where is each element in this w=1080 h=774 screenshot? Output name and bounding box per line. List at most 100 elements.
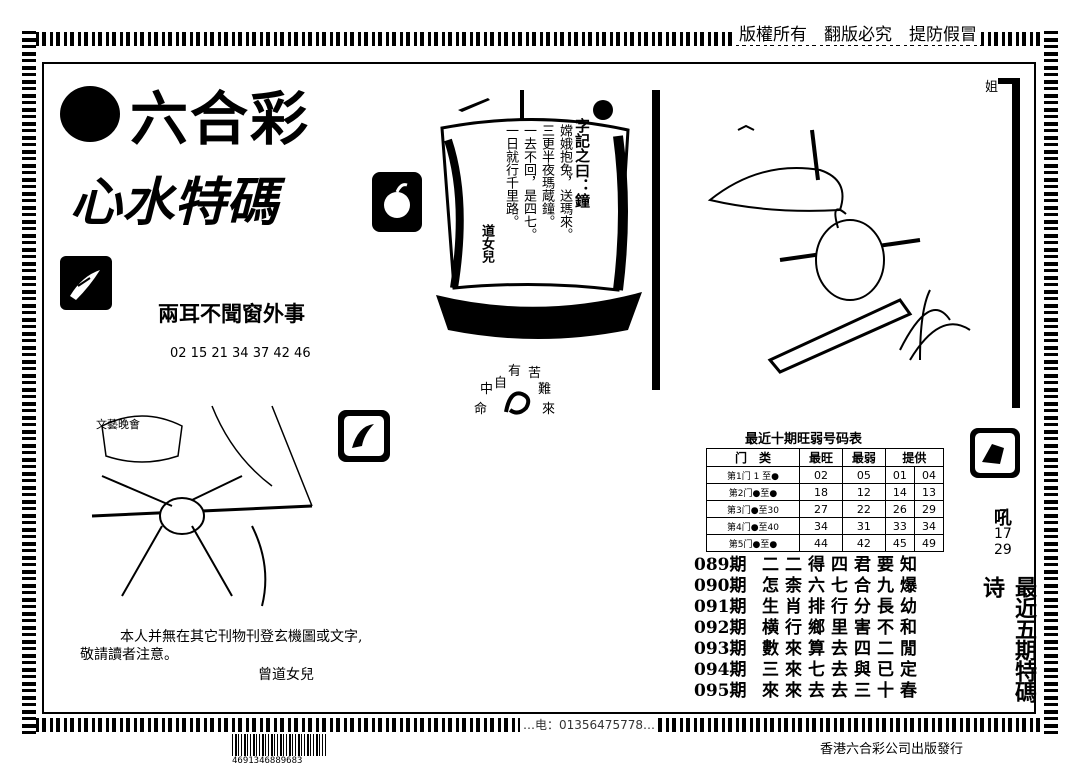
provide-value-1: 14 — [884, 483, 915, 501]
prediction-text: 横行鄉里害不和 — [762, 618, 923, 638]
list-item: 094期三來七去與已定 — [694, 655, 923, 680]
disclaimer-signature: 曾道女兒 — [258, 667, 314, 683]
period-label: 090期 — [694, 576, 747, 596]
hot-value: 27 — [799, 500, 843, 518]
list-item: 095期來來去去三十春 — [694, 676, 923, 701]
provide-value-2: 29 — [913, 500, 945, 518]
weak-value: 42 — [841, 534, 886, 552]
left-border — [22, 30, 36, 734]
stats-table: 门 类 最旺 最弱 提供 第1门 1 至● 02 05 01 04 第2门●至●… — [706, 448, 945, 552]
disclaimer-line-2: 敬請讀者注意。 — [80, 647, 178, 663]
inner-frame — [42, 62, 1036, 714]
row-label: 第4门●至40 — [706, 517, 800, 535]
provide-value-1: 01 — [884, 466, 915, 484]
prediction-text: 數來算去四二閒 — [762, 639, 923, 659]
title-main: 六合彩 — [130, 85, 311, 153]
header-weak: 最弱 — [841, 448, 886, 467]
period-label: 093期 — [694, 639, 747, 659]
scroll-label: 文藝晚會 — [96, 418, 140, 431]
dragon-stamp-icon — [504, 391, 531, 415]
provide-value-2: 34 — [913, 517, 945, 535]
stamp-char-5: 中 — [480, 382, 494, 397]
prediction-text: 生肖排行分長幼 — [762, 597, 923, 617]
sail-line-1: 嫦娥抱兔，送瑪來。 — [557, 124, 572, 241]
title-dot — [60, 86, 120, 142]
period-label: 091期 — [694, 597, 747, 617]
header-provide: 提供 — [884, 448, 945, 467]
weak-value: 12 — [841, 483, 886, 501]
prediction-text: 二二得四君要知 — [762, 555, 923, 575]
side-banner: 最近五期特碼诗 — [979, 576, 1037, 702]
provide-value-2: 04 — [913, 466, 945, 484]
right-border — [1044, 30, 1058, 734]
list-item: 091期生肖排行分長幼 — [694, 592, 923, 617]
poem-numbers: 02 15 21 34 37 42 46 — [170, 346, 311, 361]
list-item: 093期數來算去四二閒 — [694, 634, 923, 659]
predictions-list: 089期二二得四君要知 090期怎柰六七合九爆 091期生肖排行分長幼 092期… — [694, 550, 923, 701]
prediction-text: 怎柰六七合九爆 — [762, 576, 923, 596]
row-label: 第2门●至● — [706, 483, 800, 501]
stamp-char-1: 有 — [508, 364, 522, 379]
table-row: 第1门 1 至● 02 05 01 04 — [706, 466, 945, 484]
disclaimer-line-1: 本人并無在其它刊物刊登玄機圖或文字, — [120, 629, 363, 645]
row-label: 第3门●至30 — [706, 500, 800, 518]
list-item: 090期怎柰六七合九爆 — [694, 571, 923, 596]
provide-value-1: 33 — [884, 517, 915, 535]
row-label: 第5门●至● — [706, 534, 800, 552]
table-row: 第5门●至● 44 42 45 49 — [706, 534, 945, 552]
stamp-char-4: 難 — [538, 382, 552, 397]
publisher-text: 香港六合彩公司出版發行 — [820, 742, 964, 757]
stats-header-row: 门 类 最旺 最弱 提供 — [706, 448, 945, 467]
list-item: 092期横行鄉里害不和 — [694, 613, 923, 638]
weak-value: 22 — [841, 500, 886, 518]
row-label: 第1门 1 至● — [706, 466, 800, 484]
right-bracket-rule — [1012, 78, 1020, 408]
barcode-number: 4691346889683 — [232, 756, 303, 766]
stamp-char-2: 苦 — [528, 366, 542, 381]
sail-line-4: 一日就行千里路。 — [503, 124, 518, 228]
sail-heading: 字記之曰：鐘 — [573, 118, 591, 208]
apple-icon — [372, 172, 422, 232]
center-rule — [652, 90, 660, 390]
stats-table-title: 最近十期旺弱号码表 — [745, 432, 863, 447]
side-code-char: 吼 — [994, 508, 1012, 529]
provide-value-1: 45 — [884, 534, 915, 552]
stamp-char-3: 自 — [494, 376, 508, 391]
period-label: 095期 — [694, 681, 747, 701]
hand-icon — [970, 428, 1020, 478]
table-row: 第2门●至● 18 12 14 13 — [706, 483, 945, 501]
right-bracket-top — [998, 78, 1020, 84]
sail-line-2: 三更半夜瑪蔵鐘。 — [539, 124, 554, 228]
weak-value: 05 — [841, 466, 886, 484]
dancer-illustration — [91, 405, 313, 607]
table-row: 第3门●至30 27 22 26 29 — [706, 500, 945, 518]
ship-illustration — [436, 90, 642, 339]
provide-value-2: 13 — [913, 483, 945, 501]
barcode-icon — [232, 734, 326, 756]
corner-char: 姐 — [985, 80, 999, 95]
prediction-text: 三來七去與已定 — [762, 660, 923, 680]
side-code-n2: 29 — [994, 542, 1012, 558]
list-item: 089期二二得四君要知 — [694, 550, 923, 575]
stamp-char-7: 來 — [542, 402, 556, 417]
header-category: 门 类 — [706, 448, 800, 467]
hot-value: 02 — [799, 466, 843, 484]
hot-value: 44 — [799, 534, 843, 552]
prediction-text: 來來去去三十春 — [762, 681, 923, 701]
weak-value: 31 — [841, 517, 886, 535]
period-label: 094期 — [694, 660, 747, 680]
copyright-notice: 版權所有 翻版必究 提防假冒 — [735, 20, 981, 45]
sail-line-3: 一去不回，是四七。 — [521, 124, 536, 241]
provide-value-1: 26 — [884, 500, 915, 518]
period-label: 092期 — [694, 618, 747, 638]
goose-icon — [338, 410, 390, 462]
table-row: 第4门●至40 34 31 33 34 — [706, 517, 945, 535]
hot-value: 18 — [799, 483, 843, 501]
header-hot: 最旺 — [799, 448, 843, 467]
poem-title: 兩耳不聞窗外事 — [158, 301, 305, 326]
hot-value: 34 — [799, 517, 843, 535]
provide-value-2: 49 — [913, 534, 945, 552]
period-label: 089期 — [694, 555, 747, 575]
bird-icon — [60, 256, 112, 310]
stamp-char-6: 命 — [474, 402, 488, 417]
